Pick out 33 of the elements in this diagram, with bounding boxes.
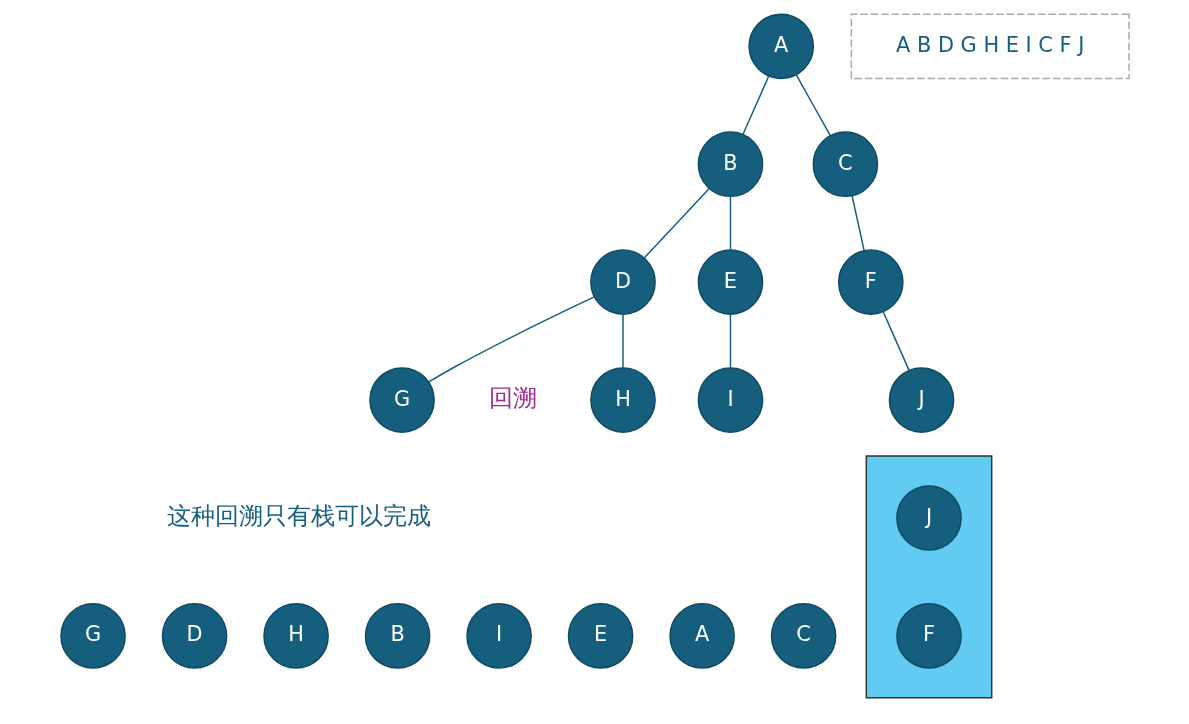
node-circle: A: [747, 13, 814, 80]
node-box: A B D G H E I C F J: [850, 13, 1130, 80]
connector: [882, 311, 910, 371]
connector: [729, 195, 731, 251]
node-circle: F: [837, 249, 904, 315]
connector: [850, 195, 865, 252]
connector: [741, 75, 769, 135]
connector: [729, 313, 731, 369]
node-circle: B: [364, 603, 430, 669]
node-circle: F: [895, 603, 962, 669]
label: 回溯: [488, 383, 537, 412]
node-circle: H: [589, 367, 656, 433]
connector: [621, 313, 624, 369]
node-circle: I: [465, 603, 532, 669]
node-circle: H: [262, 603, 329, 669]
label: 这种回溯只有栈可以完成: [166, 501, 431, 530]
node-circle: D: [161, 603, 227, 669]
node-circle: C: [812, 131, 878, 198]
node-circle: A: [668, 603, 735, 669]
connector: [795, 74, 831, 137]
node-circle: G: [368, 367, 435, 433]
node-circle: E: [567, 603, 633, 669]
node-circle: J: [888, 367, 954, 433]
connector: [642, 187, 710, 259]
node-circle: D: [589, 249, 656, 315]
cluster: [865, 455, 992, 699]
node-circle: G: [59, 603, 126, 669]
node-circle: E: [697, 249, 763, 315]
node-circle: B: [697, 131, 763, 198]
node-circle: J: [895, 485, 962, 551]
connector: [427, 296, 595, 383]
node-circle: I: [697, 367, 763, 433]
node-circle: C: [770, 603, 836, 669]
